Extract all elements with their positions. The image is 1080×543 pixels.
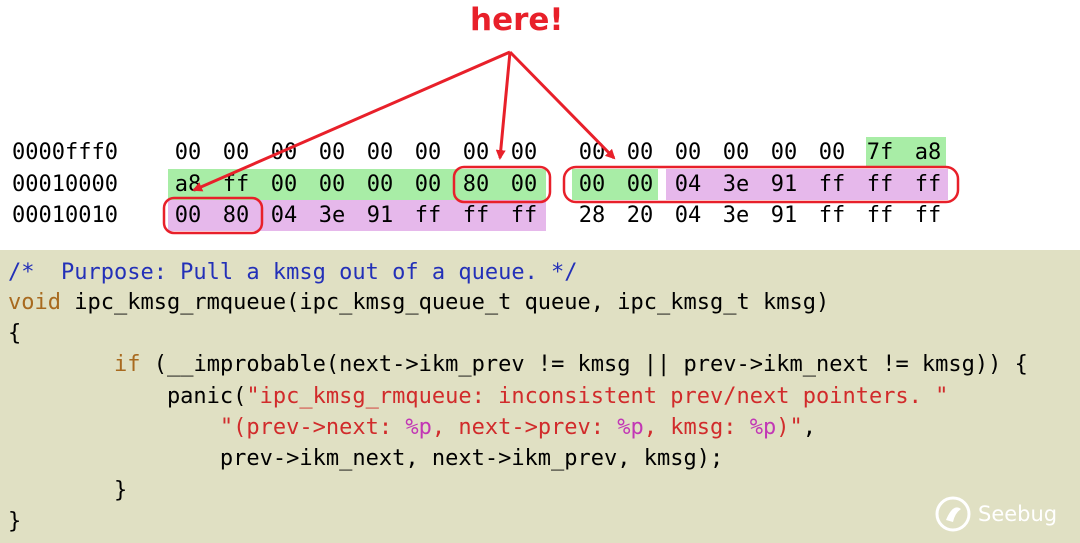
hex-byte: 00 xyxy=(174,203,202,228)
hex-byte: 00 xyxy=(578,172,606,197)
signature-text: ipc_kmsg_rmqueue(ipc_kmsg_queue_t queue,… xyxy=(60,290,830,315)
hex-byte: 04 xyxy=(674,172,702,197)
panic-string: "ipc_kmsg_rmqueue: inconsistent prev/nex… xyxy=(246,384,949,409)
seebug-logo-icon xyxy=(935,496,971,532)
hex-byte: 00 xyxy=(674,140,702,165)
hex-byte: 00 xyxy=(818,140,846,165)
hex-byte: a8 xyxy=(174,172,202,197)
hex-byte: 7f xyxy=(866,140,894,165)
format-tail: , xyxy=(802,415,817,440)
keyword-if: if xyxy=(113,352,141,377)
hex-byte: 00 xyxy=(318,140,346,165)
hex-row-2: 00010010 00 80 04 3e 91 ff ff ff 28 20 0… xyxy=(0,200,1080,231)
indent xyxy=(8,415,220,440)
hex-byte: 00 xyxy=(414,172,442,197)
hex-byte: 20 xyxy=(626,203,654,228)
hex-byte: ff xyxy=(818,172,846,197)
format-string-part: "(prev->next: xyxy=(219,415,406,440)
hex-byte: 04 xyxy=(270,203,298,228)
hex-byte: ff xyxy=(914,203,942,228)
hex-byte: 00 xyxy=(770,140,798,165)
hex-byte: 00 xyxy=(462,140,490,165)
hex-byte: ff xyxy=(914,172,942,197)
hex-byte: 00 xyxy=(366,140,394,165)
hex-byte: 80 xyxy=(222,203,250,228)
code-signature: void ipc_kmsg_rmqueue(ipc_kmsg_queue_t q… xyxy=(8,288,829,318)
hex-byte: ff xyxy=(866,203,894,228)
code-open-brace: { xyxy=(8,321,22,346)
hex-offset: 00010000 xyxy=(12,172,118,197)
hex-byte: 00 xyxy=(510,172,538,197)
hex-byte: 80 xyxy=(462,172,490,197)
keyword-void: void xyxy=(8,290,61,315)
hex-byte: 3e xyxy=(722,203,750,228)
code-if-line: if (__improbable(next->ikm_prev != kmsg … xyxy=(8,350,1028,380)
code-format-line: "(prev->next: %p, next->prev: %p, kmsg: … xyxy=(8,413,816,443)
hex-byte: 91 xyxy=(366,203,394,228)
hex-row-0: 0000fff0 00 00 00 00 00 00 00 00 00 00 0… xyxy=(0,137,1080,168)
hex-byte: 00 xyxy=(174,140,202,165)
hex-offset: 0000fff0 xyxy=(12,140,118,165)
watermark-text: Seebug xyxy=(978,502,1058,526)
code-comment: /* Purpose: Pull a kmsg out of a queue. … xyxy=(8,260,578,285)
format-specifier: %p xyxy=(405,415,432,440)
hex-byte: 00 xyxy=(366,172,394,197)
hex-byte: ff xyxy=(866,172,894,197)
hex-byte: ff xyxy=(510,203,538,228)
highlight-green xyxy=(866,137,946,168)
highlight-purple xyxy=(666,169,948,200)
code-panel: /* Purpose: Pull a kmsg out of a queue. … xyxy=(0,250,1080,543)
hex-byte: 28 xyxy=(578,203,606,228)
indent xyxy=(8,352,114,377)
code-args-line: prev->ikm_next, next->ikm_prev, kmsg); xyxy=(8,446,724,471)
hex-byte: 91 xyxy=(770,203,798,228)
hex-byte: 00 xyxy=(722,140,750,165)
hex-byte: 91 xyxy=(770,172,798,197)
code-outer-close: } xyxy=(8,509,22,534)
hex-byte: 04 xyxy=(674,203,702,228)
format-specifier: %p xyxy=(617,415,644,440)
hex-byte: 3e xyxy=(722,172,750,197)
format-string-part: , kmsg: xyxy=(643,415,750,440)
hex-byte: 00 xyxy=(510,140,538,165)
hex-offset: 00010010 xyxy=(12,203,118,228)
hex-byte: ff xyxy=(414,203,442,228)
hex-row-1: 00010000 a8 ff 00 00 00 00 80 00 00 00 0… xyxy=(0,169,1080,200)
hex-byte: 00 xyxy=(222,140,250,165)
hex-byte: 00 xyxy=(626,172,654,197)
format-specifier: %p xyxy=(749,415,777,440)
format-string-part: )" xyxy=(776,415,803,440)
code-panic-line: panic("ipc_kmsg_rmqueue: inconsistent pr… xyxy=(8,382,948,412)
watermark: Seebug xyxy=(934,494,1057,534)
hex-byte: ff xyxy=(818,203,846,228)
hex-byte: 00 xyxy=(270,140,298,165)
hex-byte: 00 xyxy=(318,172,346,197)
format-string-part: , next->prev: xyxy=(431,415,618,440)
hex-byte: ff xyxy=(222,172,250,197)
hex-byte: 00 xyxy=(414,140,442,165)
code-inner-close: } xyxy=(8,478,128,503)
hex-byte: 00 xyxy=(578,140,606,165)
hex-byte: 00 xyxy=(626,140,654,165)
panic-call: panic( xyxy=(8,384,247,409)
hex-byte: 00 xyxy=(270,172,298,197)
annotation-label: here! xyxy=(470,2,564,38)
hex-byte: 3e xyxy=(318,203,346,228)
hex-byte: a8 xyxy=(914,140,942,165)
hex-byte: ff xyxy=(462,203,490,228)
if-condition: (__improbable(next->ikm_prev != kmsg || … xyxy=(140,352,1028,377)
